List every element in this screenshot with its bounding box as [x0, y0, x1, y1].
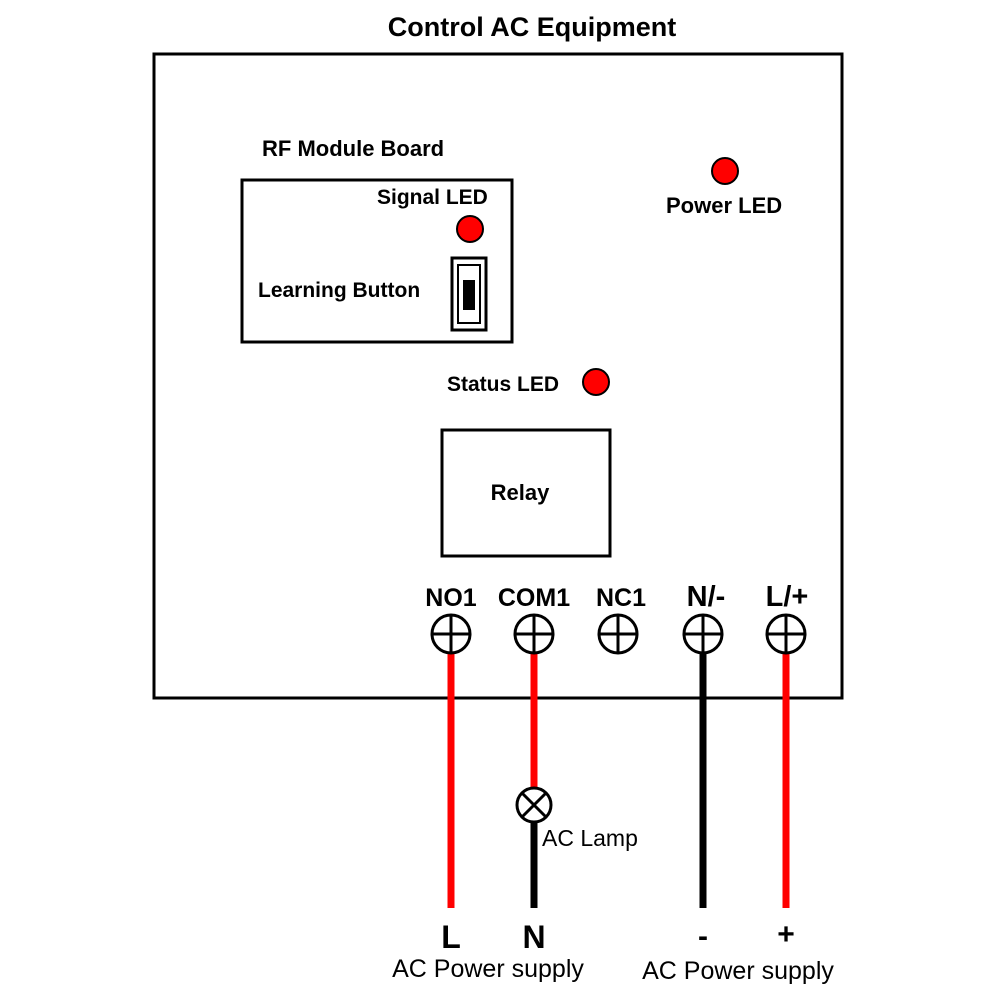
- learning-button[interactable]: [450, 256, 488, 332]
- rf-module-board: [240, 178, 514, 344]
- ac-power-supply-label-2: AC Power supply: [642, 957, 834, 985]
- signal-led-label: Signal LED: [377, 186, 488, 209]
- terminal-label-l: L/+: [766, 581, 809, 613]
- learning-button-label: Learning Button: [258, 279, 420, 302]
- controller-enclosure: [152, 52, 844, 700]
- supply-label-minus: -: [698, 920, 708, 953]
- diagram-title: Control AC Equipment: [388, 12, 676, 42]
- relay-label: Relay: [491, 480, 550, 505]
- ac-lamp-label: AC Lamp: [542, 825, 638, 851]
- ac-power-supply-label-1: AC Power supply: [392, 955, 584, 983]
- terminal-label-n: N/-: [687, 581, 726, 613]
- terminal-no1-screw-icon[interactable]: [430, 613, 472, 655]
- terminal-l-screw-icon[interactable]: [765, 613, 807, 655]
- power-led-label: Power LED: [666, 193, 782, 218]
- supply-label-plus: +: [777, 918, 795, 951]
- signal-led: [456, 215, 484, 243]
- status-led-label: Status LED: [447, 373, 559, 396]
- relay-box: [440, 428, 612, 558]
- terminal-label-no1: NO1: [425, 584, 477, 612]
- power-led: [711, 157, 739, 185]
- terminal-label-com1: COM1: [498, 584, 570, 612]
- terminal-n-screw-icon[interactable]: [682, 613, 724, 655]
- supply-label-n: N: [522, 919, 545, 955]
- terminal-label-nc1: NC1: [596, 584, 646, 612]
- status-led: [582, 368, 610, 396]
- terminal-nc1-screw-icon[interactable]: [597, 613, 639, 655]
- terminal-com1-screw-icon[interactable]: [513, 613, 555, 655]
- supply-label-l: L: [441, 919, 461, 955]
- rf-module-label: RF Module Board: [262, 136, 444, 161]
- ac-lamp-icon: [515, 786, 553, 824]
